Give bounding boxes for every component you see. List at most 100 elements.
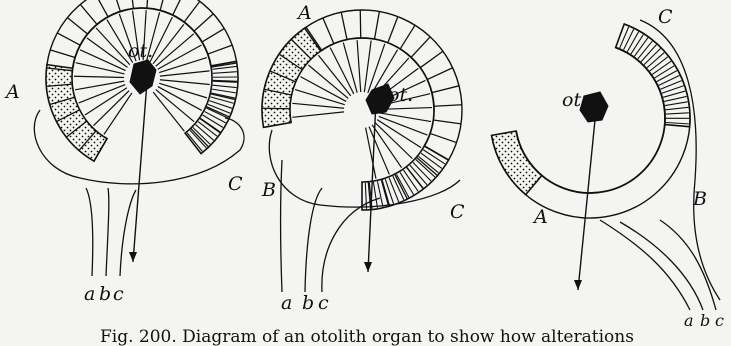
radial-fibre [318,55,350,96]
gravity-arrow-head [364,262,372,272]
diagram-right [492,20,720,310]
radial-fibre [343,43,357,93]
nerve-b-3: b [700,311,710,330]
hatch-line [631,35,643,54]
cell-divider [400,25,415,49]
hatch-line [373,182,377,208]
label-C-2: C [450,201,465,223]
cell-divider [388,17,398,43]
hatch-line [652,61,671,74]
hatch-line [627,32,638,52]
dotted-macula-A [46,65,107,161]
hatch-line [203,115,223,128]
hatch-line [396,174,408,197]
hatch-line [644,48,660,64]
hatch-line [659,76,680,86]
cell-divider [341,12,347,39]
nerve-a-3: a [684,311,694,330]
gravity-arrow-shaft [578,110,596,290]
label-C-3: C [658,6,673,28]
hatch-line [655,66,675,78]
hatch-line [647,53,664,68]
cell-divider [67,18,87,34]
cell-divider [212,80,238,81]
dotted-macula-A [262,28,321,127]
radial-fibre [364,41,371,93]
label-A-1: A [4,81,20,103]
radial-fibre [160,80,210,85]
otolith-body [130,60,156,94]
otolith-body [580,92,608,122]
hatch-line [641,45,656,62]
nerve-b-1: b [99,283,111,305]
hatch-line [389,178,399,202]
nerve-fibre [660,220,716,310]
cell-divider [202,29,224,42]
hatch-line [213,72,237,74]
hatch-line [377,181,382,206]
hatch-line [206,108,228,118]
cell-divider [411,37,430,57]
cell-divider [112,0,120,11]
nerve-a-2: a [281,292,292,314]
gravity-arrow-shaft [133,82,147,262]
radial-fibre [357,40,361,92]
radial-fibre [292,103,344,108]
figure-caption: Fig. 200. Diagram of an otolith organ to… [100,327,634,346]
cell-divider [80,4,97,24]
gravity-arrow-head [129,252,137,262]
outer-arc [305,10,462,160]
radial-fibre [156,90,194,122]
radial-fibre [160,71,210,76]
cell-divider [50,50,75,58]
radial-fibre [76,63,125,74]
nerve-fibre [620,222,703,310]
cell-divider [57,33,80,45]
cell-divider [173,0,184,15]
cell-divider [416,157,437,175]
hatch-line [212,89,236,93]
hatch-line [638,41,652,59]
nerve-c-3: c [715,311,724,330]
diagram-middle [262,10,462,292]
hatch-line [665,102,688,106]
nerve-a-1: a [84,283,95,305]
hatch-line [666,113,689,114]
cell-divider [430,133,456,142]
gravity-arrow-head [574,280,582,290]
hatch-line [634,38,647,57]
radial-fibre [87,38,127,67]
hatch-line [365,183,366,209]
cell-divider [382,179,390,206]
nerve-c-1: c [113,283,124,305]
radial-fibre [93,91,129,126]
cell-divider [420,51,443,67]
label-A-2: A [296,2,312,24]
cell-divider [432,86,459,93]
cell-divider [184,1,200,22]
hatch-line [666,107,689,109]
label-B-3: B [692,188,707,210]
nerve-c-2: c [318,292,329,314]
cell-divider [130,0,133,9]
cell-divider [208,45,232,54]
otolith-label-2: ot. [388,84,413,106]
cell-divider [194,14,213,31]
hatch-line [624,29,634,50]
hatch-line [657,71,677,82]
cell-divider [323,18,334,44]
otolith-label-3: ot [562,89,581,111]
otolith-label-1: ot. [128,40,153,62]
cell-divider [95,0,108,17]
label-A-3: A [532,206,548,228]
nerve-fibre [86,188,93,276]
cell-divider [147,0,149,8]
label-B-2: B [261,179,276,201]
nerve-b-2: b [302,292,314,314]
hatch-line [666,123,689,124]
hatch-line [664,96,686,101]
hatched-macula-C [362,146,449,210]
cell-divider [210,94,235,100]
